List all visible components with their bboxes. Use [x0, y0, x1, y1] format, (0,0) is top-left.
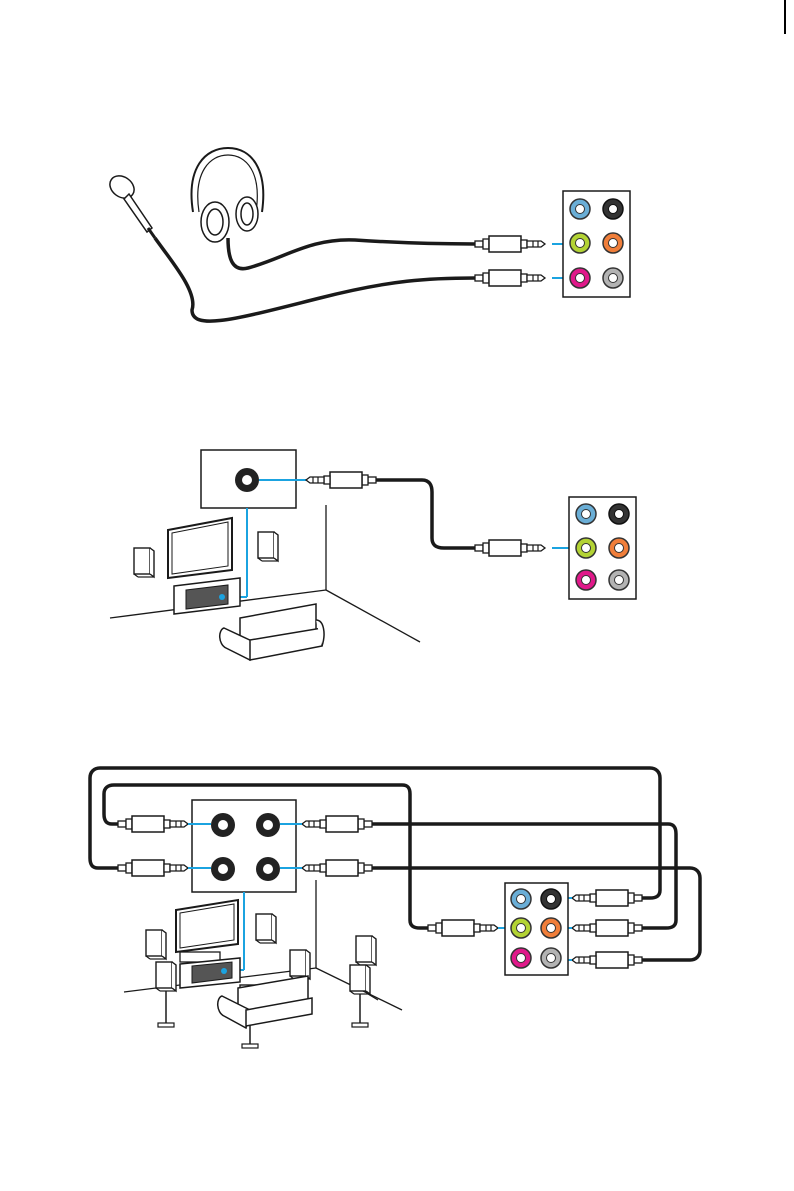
mic-in-jack	[511, 948, 531, 968]
speaker-icon	[256, 914, 276, 943]
audio-plug-icon	[572, 952, 642, 968]
side-speaker-jack	[609, 570, 629, 590]
speaker-cable	[376, 480, 475, 548]
speaker-icon	[290, 950, 310, 979]
tv-icon	[176, 900, 238, 952]
rear-speaker-jack	[541, 889, 561, 909]
floor-speaker-icon	[156, 962, 176, 1027]
audio-plug-icon	[302, 816, 372, 832]
line-out-jack	[570, 233, 590, 253]
audio-plug-icon	[302, 860, 372, 876]
av-receiver-icon	[174, 578, 240, 614]
mic-in-jack	[576, 570, 596, 590]
audio-plug-icon	[428, 920, 498, 936]
stereo-speaker-figure	[110, 450, 636, 660]
side-speaker-jack	[603, 268, 623, 288]
audio-plug-icon	[475, 270, 545, 286]
audio-plug-icon	[118, 860, 188, 876]
microphone-icon	[106, 171, 155, 238]
line-out-jack	[576, 538, 596, 558]
audio-plug-icon	[572, 890, 642, 906]
rear-speaker-jack	[609, 504, 629, 524]
audio-plug-icon	[475, 540, 545, 556]
audio-plug-icon	[118, 816, 188, 832]
center-subwoofer-jack	[541, 918, 561, 938]
center-subwoofer-jack	[603, 233, 623, 253]
headphone-microphone-figure	[106, 148, 630, 321]
amplifier-input-panel-icon	[192, 800, 296, 892]
audio-plug-icon	[475, 236, 545, 252]
audio-jack-panel-icon	[505, 883, 568, 975]
line-in-jack	[570, 199, 590, 219]
av-receiver-icon	[180, 958, 240, 988]
surround-cable-outer	[90, 768, 660, 898]
speaker-icon	[134, 548, 154, 577]
mic-in-jack	[570, 268, 590, 288]
center-subwoofer-jack	[609, 538, 629, 558]
floor-speaker-icon	[350, 936, 378, 1027]
line-out-jack	[511, 918, 531, 938]
line-in-jack	[511, 889, 531, 909]
audio-plug-icon	[306, 472, 376, 488]
sofa-icon	[218, 976, 312, 1028]
audio-plug-icon	[572, 920, 642, 936]
line-in-jack	[576, 504, 596, 524]
microphone-cable	[155, 238, 475, 321]
audio-jack-panel-icon	[563, 191, 630, 297]
audio-jack-panel-icon	[569, 497, 636, 599]
speaker-icon	[146, 930, 166, 959]
rear-speaker-jack	[603, 199, 623, 219]
tv-icon	[168, 518, 232, 578]
sofa-icon	[220, 604, 324, 660]
speaker-icon	[258, 532, 278, 561]
headphones-cable	[228, 238, 475, 269]
surround-speaker-figure	[90, 768, 700, 1048]
side-speaker-jack	[541, 948, 561, 968]
headphones-icon	[192, 148, 264, 242]
